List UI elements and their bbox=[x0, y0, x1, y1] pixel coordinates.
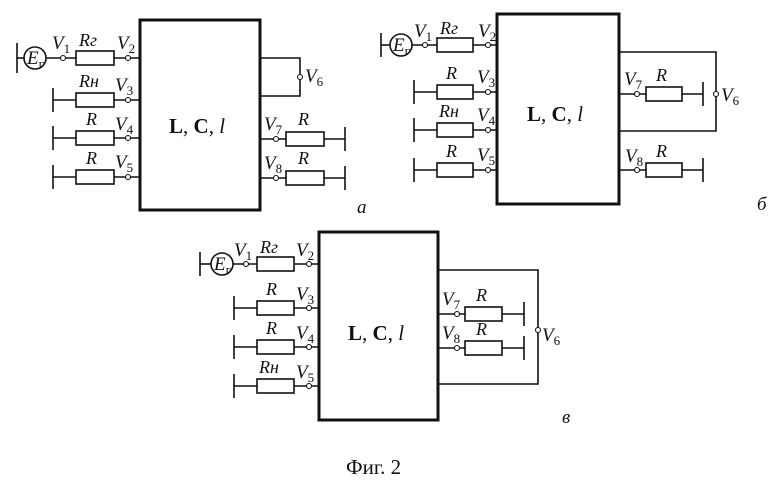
node-label-v2: V2 bbox=[296, 240, 314, 263]
figure-caption: Фиг. 2 bbox=[346, 455, 401, 479]
resistor-label: R bbox=[655, 141, 667, 161]
source-label: Eг bbox=[392, 35, 410, 58]
block-label: L, C, l bbox=[348, 321, 404, 345]
node-v3 bbox=[486, 90, 491, 95]
node-v6 bbox=[536, 328, 541, 333]
source-label: Eг bbox=[26, 48, 44, 71]
node-v8 bbox=[455, 346, 460, 351]
node-label-v3: V3 bbox=[477, 67, 495, 90]
node-label-v7: V7 bbox=[264, 114, 283, 137]
resistor-rg bbox=[257, 257, 294, 271]
node-v5 bbox=[486, 168, 491, 173]
panel-c: Eг V1 Rг V2 R V3 R V4 Rн V5 L, C, l bbox=[200, 232, 570, 428]
resistor-r bbox=[465, 341, 502, 355]
node-label-v8: V8 bbox=[625, 146, 643, 169]
node-label-v5: V5 bbox=[296, 362, 314, 385]
resistor-rn bbox=[257, 379, 294, 393]
resistor-rg bbox=[76, 51, 114, 65]
resistor-r bbox=[286, 132, 324, 146]
panel-a: Eг V1 Rг V2 Rн V3 R V4 R V5 L, bbox=[17, 20, 367, 218]
node-label-v7: V7 bbox=[624, 69, 643, 92]
node-v7 bbox=[635, 92, 640, 97]
resistor-label: Rн bbox=[78, 71, 99, 91]
resistor-r bbox=[257, 340, 294, 354]
resistor-r bbox=[437, 85, 473, 99]
node-label-v3: V3 bbox=[296, 284, 314, 307]
node-label-v7: V7 bbox=[442, 289, 461, 312]
node-v6 bbox=[714, 92, 719, 97]
block-label: L, C, l bbox=[527, 102, 583, 126]
resistor-label: Rн bbox=[258, 357, 279, 377]
resistor-label: Rг bbox=[78, 30, 97, 50]
node-label-v1: V1 bbox=[414, 21, 432, 44]
node-v4 bbox=[486, 128, 491, 133]
resistor-rg bbox=[437, 38, 473, 52]
node-label-v6: V6 bbox=[305, 66, 324, 89]
resistor-label: R bbox=[445, 63, 457, 83]
node-v3 bbox=[126, 98, 131, 103]
resistor-label: R bbox=[475, 319, 487, 339]
node-label-v2: V2 bbox=[117, 33, 135, 56]
panel-label: б bbox=[757, 194, 768, 215]
resistor-rn bbox=[76, 93, 114, 107]
node-label-v5: V5 bbox=[115, 152, 133, 175]
node-label-v1: V1 bbox=[52, 33, 70, 56]
node-label-v2: V2 bbox=[478, 21, 496, 44]
source-label: Eг bbox=[213, 254, 231, 277]
resistor-r bbox=[437, 163, 473, 177]
resistor-r bbox=[646, 163, 682, 177]
block-label: L, C, l bbox=[169, 114, 225, 138]
resistor-label: Rн bbox=[438, 101, 459, 121]
wire-loop bbox=[260, 58, 300, 96]
resistor-r bbox=[76, 131, 114, 145]
node-v8 bbox=[274, 176, 279, 181]
resistor-rn bbox=[437, 123, 473, 137]
node-label-v3: V3 bbox=[115, 75, 133, 98]
resistor-label: R bbox=[445, 141, 457, 161]
resistor-label: R bbox=[85, 148, 97, 168]
node-v5 bbox=[126, 175, 131, 180]
node-v6 bbox=[298, 75, 303, 80]
panel-label: а bbox=[357, 197, 367, 218]
resistor-label: R bbox=[297, 148, 309, 168]
resistor-r bbox=[76, 170, 114, 184]
resistor-label: Rг bbox=[259, 237, 278, 257]
resistor-label: Rг bbox=[439, 18, 458, 38]
node-v2 bbox=[126, 56, 131, 61]
resistor-label: R bbox=[85, 109, 97, 129]
resistor-r bbox=[286, 171, 324, 185]
node-label-v6: V6 bbox=[721, 85, 740, 108]
node-label-v8: V8 bbox=[442, 323, 460, 346]
node-label-v4: V4 bbox=[477, 105, 496, 128]
resistor-label: R bbox=[265, 279, 277, 299]
node-label-v5: V5 bbox=[477, 145, 495, 168]
node-v7 bbox=[274, 137, 279, 142]
node-v7 bbox=[455, 312, 460, 317]
panel-b: Eг V1 Rг V2 R V3 Rн V4 R V5 L, C, l bbox=[381, 14, 768, 215]
node-v1 bbox=[61, 56, 66, 61]
node-label-v8: V8 bbox=[264, 153, 282, 176]
node-label-v4: V4 bbox=[296, 323, 315, 346]
node-label-v4: V4 bbox=[115, 114, 134, 137]
node-label-v1: V1 bbox=[234, 240, 252, 263]
resistor-label: R bbox=[655, 65, 667, 85]
resistor-r bbox=[646, 87, 682, 101]
resistor-r bbox=[257, 301, 294, 315]
resistor-label: R bbox=[265, 318, 277, 338]
resistor-label: R bbox=[297, 109, 309, 129]
node-label-v6: V6 bbox=[542, 325, 561, 348]
resistor-label: R bbox=[475, 285, 487, 305]
panel-label: в bbox=[562, 407, 570, 428]
